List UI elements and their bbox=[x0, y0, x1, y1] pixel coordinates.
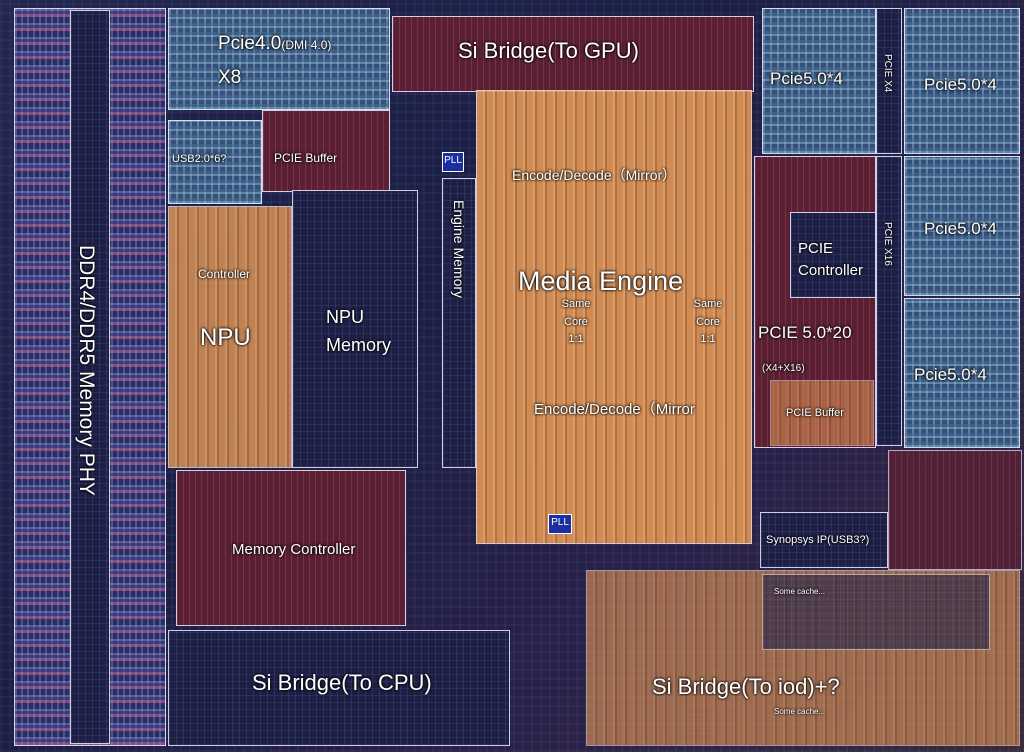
pcie50x4-right-top-label: Pcie5.0*4 bbox=[924, 75, 997, 94]
cache-top-block bbox=[762, 574, 990, 650]
pcie50x4-right-top-block bbox=[904, 8, 1020, 154]
some-cache-bottom-label: Some cache... bbox=[774, 707, 826, 716]
same-core-left-label: Same Core 1:1 bbox=[556, 296, 596, 349]
npu-memory-block bbox=[292, 190, 418, 468]
pcie-buffer-right-label: PCIE Buffer bbox=[786, 407, 844, 419]
si-bridge-cpu-block bbox=[168, 630, 510, 746]
memory-controller-label: Memory Controller bbox=[232, 541, 356, 558]
pcie-controller-label: PCIE Controller bbox=[798, 238, 880, 282]
media-engine-block bbox=[476, 90, 752, 544]
pcie-buffer-right-block bbox=[770, 380, 874, 446]
npu-memory-text: NPU Memory bbox=[326, 307, 392, 355]
pcie40-label: Pcie4.0(DMI 4.0) bbox=[218, 34, 331, 53]
ddr-phy-label: DDR4/DDR5 Memory PHY bbox=[75, 245, 98, 496]
some-cache-top-label: Some cache... bbox=[774, 587, 826, 596]
pcie40-text: Pcie4.0 bbox=[218, 33, 282, 54]
synopsys-label: Synopsys IP(USB3?) bbox=[766, 534, 870, 546]
pll-bottom-label: PLL bbox=[551, 517, 569, 528]
pcie50x4-right-mid-label: Pcie5.0*4 bbox=[924, 219, 997, 238]
usb20-label: USB2.0*6? bbox=[172, 153, 227, 165]
right-io-area bbox=[888, 450, 1022, 570]
ddr-phy-center-strip bbox=[70, 10, 110, 744]
dmi40-text: (DMI 4.0) bbox=[281, 38, 332, 52]
x8-label: X8 bbox=[218, 67, 242, 88]
x4-x16-label: (X4+X16) bbox=[762, 363, 805, 374]
si-bridge-gpu-label: Si Bridge(To GPU) bbox=[458, 38, 639, 63]
usb20-block bbox=[168, 120, 262, 204]
pcie50x4-top-label: Pcie5.0*4 bbox=[770, 69, 843, 88]
npu-memory-label: NPU Memory bbox=[326, 304, 426, 360]
encode-decode-bottom-label: Encode/Decode（Mirror bbox=[534, 401, 695, 418]
pll-top: PLL bbox=[442, 152, 464, 172]
si-bridge-gpu-block bbox=[392, 16, 754, 92]
pcie50x4-top-block bbox=[762, 8, 876, 154]
pcie-x4-strip bbox=[876, 8, 902, 154]
pll-top-label: PLL bbox=[444, 155, 462, 166]
pcie50x20-label: PCIE 5.0*20 bbox=[758, 323, 852, 342]
same-core-left-text: Same Core 1:1 bbox=[561, 298, 591, 346]
pcie-x16-strip bbox=[876, 156, 902, 446]
si-bridge-cpu-label: Si Bridge(To CPU) bbox=[252, 670, 432, 695]
npu-block bbox=[168, 206, 292, 468]
synopsys-block bbox=[760, 512, 888, 568]
pcie50x4-right-bot-block bbox=[904, 298, 1020, 448]
si-bridge-iod-label: Si Bridge(To iod)+? bbox=[652, 674, 840, 699]
pll-bottom: PLL bbox=[548, 514, 572, 534]
pcie50x4-right-bot-label: Pcie5.0*4 bbox=[914, 365, 987, 384]
media-engine-label: Media Engine bbox=[518, 266, 684, 296]
encode-decode-top-label: Encode/Decode（Mirror） bbox=[512, 167, 677, 183]
pcie50x4-right-mid-block bbox=[904, 156, 1020, 296]
pcie-controller-block bbox=[790, 212, 876, 298]
controller-label: Controller bbox=[198, 267, 251, 281]
pcie40-block bbox=[168, 8, 390, 110]
engine-memory-strip bbox=[442, 178, 476, 468]
pcie-controller-text: PCIE Controller bbox=[798, 240, 864, 279]
npu-label: NPU bbox=[200, 324, 251, 351]
memory-controller-block bbox=[176, 470, 406, 626]
pcie-x4-label: PCIE X4 bbox=[882, 54, 893, 93]
pcie-buffer-top-label: PCIE Buffer bbox=[274, 151, 338, 165]
same-core-right-label: Same Core 1:1 bbox=[688, 296, 728, 349]
engine-memory-label: Engine Memory bbox=[451, 200, 467, 299]
pcie-x16-label: PCIE X16 bbox=[882, 222, 893, 266]
same-core-right-text: Same Core 1:1 bbox=[693, 298, 723, 346]
